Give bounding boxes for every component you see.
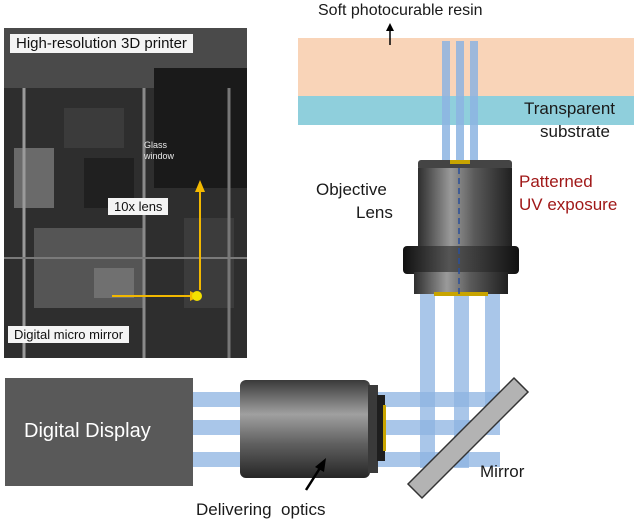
exposure-label-line2: UV exposure [519,195,618,214]
printer-photo: High-resolution 3D printer Glass window … [4,28,247,358]
photo-title: High-resolution 3D printer [10,34,193,53]
lens-label: 10x lens [108,198,169,215]
objective-label-line2: Lens [356,203,393,222]
dmd-label: Digital micro mirror [8,326,130,343]
optics-arrow [304,458,326,491]
exposure-label-line1: Patterned [519,172,593,191]
delivering-optics [240,380,386,478]
photo-title-rest: 3D printer [116,35,187,52]
optics-label: Delivering optics [196,500,326,519]
substrate-label-line1: Transparent [524,99,616,118]
digital-display [5,378,193,486]
mirror-label: Mirror [480,462,525,481]
resin-layer [298,38,634,96]
display-label: Digital Display [24,420,151,442]
substrate-label-line2: substrate [540,122,610,141]
substrate-layer [298,96,634,125]
exposure-beams [442,41,478,166]
mirror [406,376,530,500]
resin-arrow [386,23,394,45]
objective-label-line1: Objective [316,180,387,199]
objective-lens [403,160,519,296]
photo-title-main: High-resolution [16,35,117,52]
resin-label: Soft photocurable resin [318,2,483,19]
printer-photo-graphic [4,28,247,358]
vertical-beams [420,293,500,468]
glass-window-label: Glass window [144,140,175,161]
